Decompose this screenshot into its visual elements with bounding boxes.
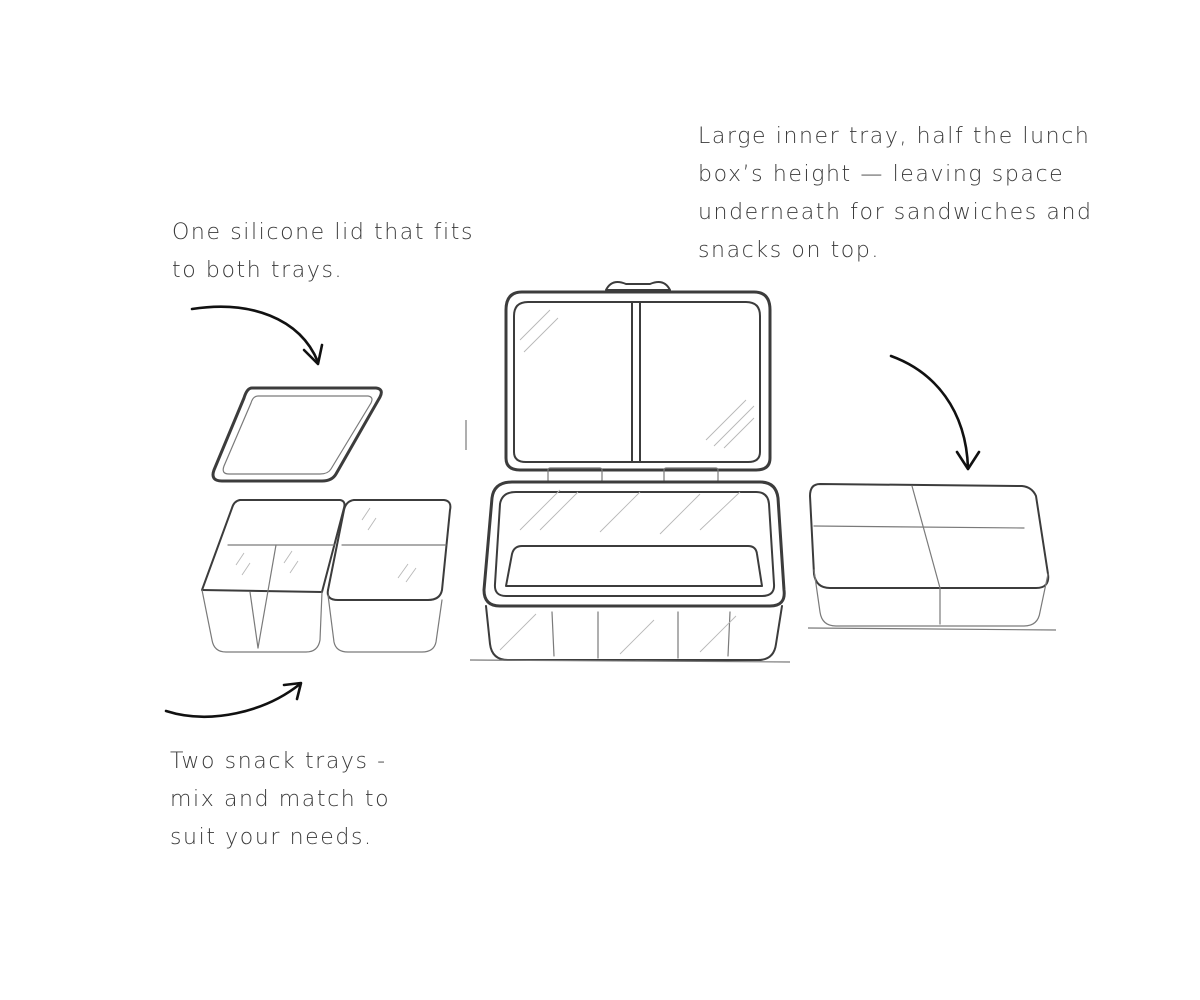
inner-tray-caption-line-3: underneath for sandwiches and	[698, 200, 1093, 225]
lid-caption: One silicone lid that fits to both trays…	[172, 214, 474, 290]
lid-caption-line-1: One silicone lid that fits	[172, 220, 475, 245]
snack-tray-single	[326, 499, 452, 653]
snack-trays-caption-line-2: mix and match to	[170, 787, 391, 812]
lunchbox-open-lid	[504, 281, 772, 472]
snack-tray-two-compartment	[201, 499, 346, 653]
lid-caption-line-2: to both trays.	[172, 258, 344, 283]
arrow-to-inner-tray	[889, 354, 981, 471]
arrow-to-snack-trays	[164, 681, 303, 718]
arrow-to-lid	[190, 305, 324, 366]
inner-tray-caption-line-1: Large inner tray, half the lunch	[698, 124, 1091, 149]
inner-tray-caption: Large inner tray, half the lunch box’s h…	[698, 118, 1093, 270]
inner-tray-caption-line-2: box’s height — leaving space	[698, 162, 1065, 187]
silicone-lid	[211, 386, 383, 483]
snack-trays-caption-line-3: suit your needs.	[170, 825, 373, 850]
snack-trays-caption-line-1: Two snack trays -	[170, 749, 387, 774]
lunchbox-base	[465, 420, 791, 663]
inner-tray-four-compartment	[807, 483, 1057, 631]
inner-tray-caption-line-4: snacks on top.	[698, 238, 881, 263]
snack-trays-caption: Two snack trays - mix and match to suit …	[170, 743, 390, 857]
